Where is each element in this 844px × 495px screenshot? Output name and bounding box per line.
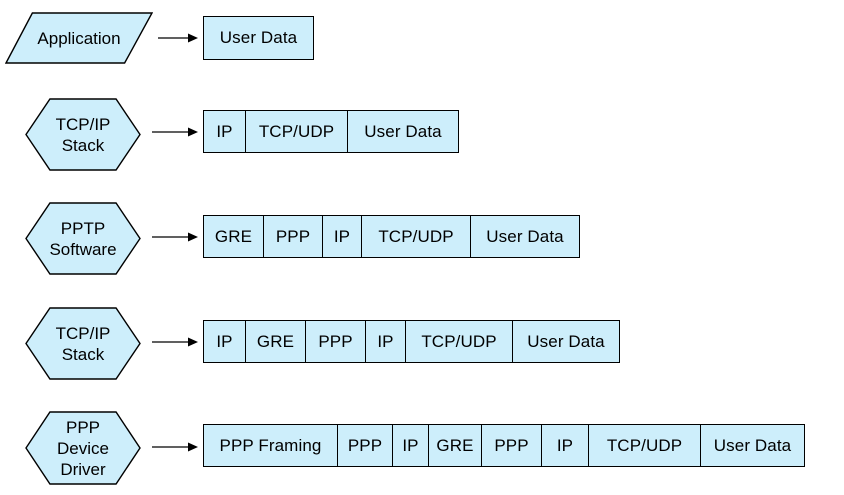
packet-cell[interactable]: TCP/UDP xyxy=(362,216,471,257)
hexagon-icon xyxy=(25,307,141,380)
arrow-head-icon xyxy=(188,232,198,242)
packet-cell[interactable]: PPP xyxy=(264,216,323,257)
stage-shape-tcp-ip-stack-2[interactable]: TCP/IP Stack xyxy=(25,307,141,380)
packet-cell[interactable]: PPP xyxy=(306,321,366,362)
packet-cell[interactable]: TCP/UDP xyxy=(246,111,348,152)
packet-cell[interactable]: TCP/UDP xyxy=(589,425,701,466)
packet-cell[interactable]: User Data xyxy=(471,216,579,257)
stage-shape-outline xyxy=(25,411,141,485)
stage-shape-outline xyxy=(25,202,141,275)
arrow-head-icon xyxy=(188,337,198,347)
encapsulation-arrow-tcp-ip-stack-2 xyxy=(152,335,198,347)
stage-shape-application[interactable]: Application xyxy=(5,12,153,64)
hexagon-icon xyxy=(25,202,141,275)
encapsulation-arrow-pptp-software xyxy=(152,230,198,242)
packet-cell[interactable]: IP xyxy=(542,425,589,466)
encapsulation-arrow-application xyxy=(158,31,198,43)
parallelogram-icon xyxy=(5,12,153,64)
packet-cell[interactable]: GRE xyxy=(246,321,306,362)
stage-shape-ppp-device-driver[interactable]: PPP Device Driver xyxy=(25,411,141,485)
packet-cell[interactable]: TCP/UDP xyxy=(406,321,513,362)
hexagon-icon xyxy=(25,411,141,485)
packet-row-application: User Data xyxy=(203,16,314,60)
packet-cell[interactable]: GRE xyxy=(429,425,482,466)
packet-cell[interactable]: PPP Framing xyxy=(204,425,338,466)
packet-cell[interactable]: User Data xyxy=(348,111,458,152)
arrow-head-icon xyxy=(188,127,198,137)
packet-cell[interactable]: IP xyxy=(393,425,429,466)
packet-cell[interactable]: User Data xyxy=(513,321,619,362)
stage-label-tcp-ip-stack-2: TCP/IP Stack xyxy=(55,323,111,364)
encapsulation-arrow-tcp-ip-stack-1 xyxy=(152,125,198,137)
arrow-head-icon xyxy=(188,442,198,452)
stage-label-application: Application xyxy=(37,28,121,48)
packet-cell[interactable]: User Data xyxy=(701,425,804,466)
packet-cell[interactable]: PPP xyxy=(482,425,542,466)
stage-shape-outline xyxy=(25,307,141,380)
packet-cell[interactable]: User Data xyxy=(204,17,313,59)
stage-shape-outline xyxy=(5,12,153,64)
stage-label-pptp-software: PPTP Software xyxy=(49,218,117,259)
stage-shape-tcp-ip-stack-1[interactable]: TCP/IP Stack xyxy=(25,98,141,171)
arrow-head-icon xyxy=(188,33,198,43)
packet-cell[interactable]: PPP xyxy=(338,425,393,466)
hexagon-icon xyxy=(25,98,141,171)
packet-cell[interactable]: IP xyxy=(204,321,246,362)
stage-label-ppp-device-driver: PPP Device Driver xyxy=(57,417,109,479)
encapsulation-arrow-ppp-device-driver xyxy=(152,440,198,452)
packet-cell[interactable]: IP xyxy=(323,216,362,257)
stage-label-tcp-ip-stack-1: TCP/IP Stack xyxy=(55,114,111,155)
stage-shape-pptp-software[interactable]: PPTP Software xyxy=(25,202,141,275)
packet-cell[interactable]: GRE xyxy=(204,216,264,257)
stage-shape-outline xyxy=(25,98,141,171)
packet-cell[interactable]: IP xyxy=(204,111,246,152)
packet-cell[interactable]: IP xyxy=(366,321,406,362)
